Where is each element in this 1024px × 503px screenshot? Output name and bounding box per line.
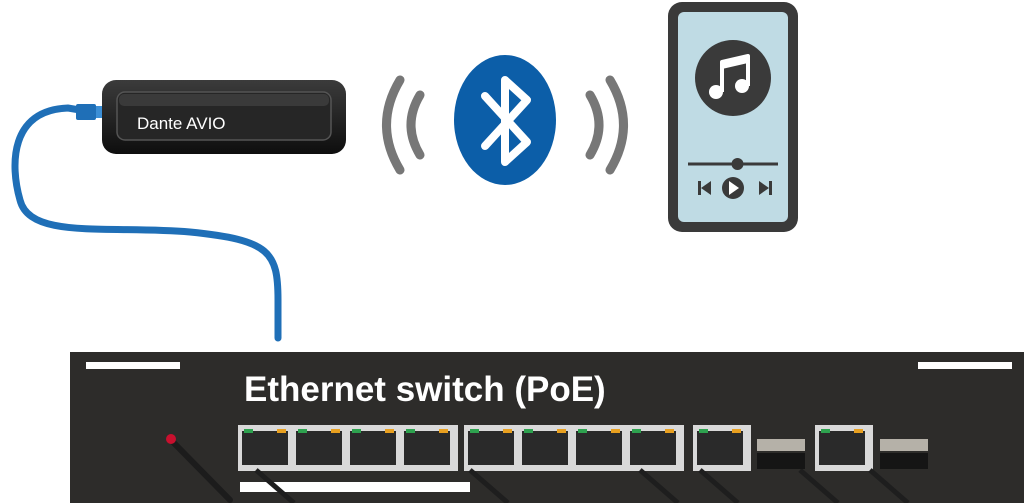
ethernet-port[interactable] [296,429,342,465]
previous-icon[interactable] [698,181,711,195]
playback-progress-bar[interactable] [688,158,778,170]
shadow-line [468,468,510,503]
link-led [699,429,708,433]
switch-rack-marker [86,362,180,369]
shadow-line [798,468,840,503]
ethernet-port[interactable] [630,429,676,465]
activity-led [277,429,286,433]
sfp-slot[interactable] [880,439,928,469]
next-icon[interactable] [759,181,772,195]
ethernet-cable [11,104,282,342]
progress-knob[interactable] [731,158,744,170]
ethernet-port[interactable] [819,429,865,465]
link-led [821,429,830,433]
activity-led [732,429,741,433]
activity-led [665,429,674,433]
play-icon[interactable] [722,177,744,199]
activity-led [557,429,566,433]
left-signal-waves [382,75,425,175]
power-led [166,434,233,503]
shadow-line [254,468,296,503]
link-led [470,429,479,433]
activity-led [503,429,512,433]
shadow-line [638,468,680,503]
activity-led [611,429,620,433]
dongle-label: Dante AVIO [137,114,226,133]
smartphone [668,2,798,232]
ethernet-port[interactable] [468,429,514,465]
ethernet-port[interactable] [350,429,396,465]
link-led [244,429,253,433]
shadow-line [698,468,740,503]
activity-led [385,429,394,433]
link-led [632,429,641,433]
bluetooth-icon [454,55,556,185]
link-led [406,429,415,433]
ethernet-port[interactable] [404,429,450,465]
right-signal-waves [585,75,628,175]
link-led [352,429,361,433]
ethernet-port[interactable] [697,429,743,465]
activity-led [439,429,448,433]
activity-led [854,429,863,433]
link-led [524,429,533,433]
switch-title: Ethernet switch (PoE) [244,370,606,409]
switch-rack-marker [918,362,1012,369]
link-led [298,429,307,433]
dante-avio-dongle: Dante AVIO [102,80,346,154]
ethernet-port[interactable] [576,429,622,465]
sfp-slot[interactable] [757,439,805,469]
ethernet-port[interactable] [242,429,288,465]
music-note-icon [695,40,771,116]
ethernet-switch: Ethernet switch (PoE) [70,352,1024,503]
switch-ports [238,425,910,503]
link-led [578,429,587,433]
activity-led [331,429,340,433]
shadow-line [868,468,910,503]
ethernet-port[interactable] [522,429,568,465]
sfp-slots [757,439,928,469]
port-label-strip [240,482,470,492]
